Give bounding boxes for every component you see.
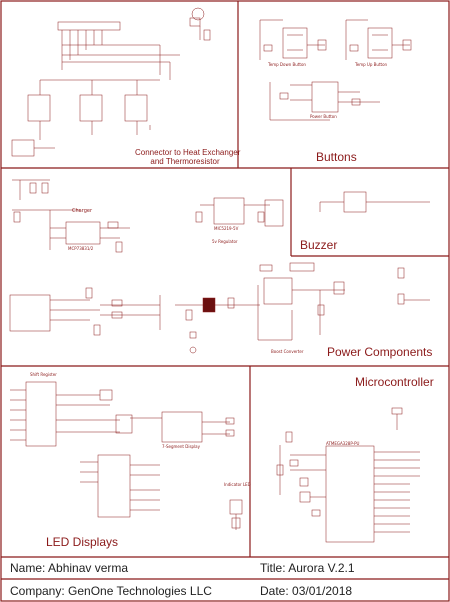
connector-title-line1: Connector to Heat Exchanger (135, 148, 241, 157)
charger-ic (65, 221, 101, 245)
power-wiring (9, 262, 430, 354)
seven-seg-label: 7-Segment Display (162, 444, 201, 449)
charger-regulator-wiring (12, 179, 284, 253)
microcontroller-section-title: Microcontroller (355, 375, 434, 389)
buttons-section-title: Buttons (316, 150, 357, 164)
mosfet-q1 (27, 94, 51, 122)
connector-section-title: Connector to Heat Exchanger and Thermore… (135, 148, 241, 166)
shift-register-ic (25, 381, 57, 447)
buzzer-section-title: Buzzer (300, 238, 338, 252)
mcu-ic (325, 445, 375, 543)
decoder-ic (97, 454, 131, 518)
temp-up-label: Temp Up Button (355, 62, 388, 67)
seven-segment-display (161, 411, 203, 443)
led-wiring (10, 381, 243, 530)
buzzer-component (343, 191, 367, 213)
shift-register-label: Shift Register (30, 372, 57, 377)
connector-title-line2: and Thermoresistor (150, 157, 220, 166)
power-button-label: Power Button (310, 114, 337, 119)
battery (202, 297, 216, 313)
boost-ic (263, 277, 293, 305)
connector-header (57, 21, 121, 31)
mosfet-q2 (79, 94, 103, 122)
connector-wiring (11, 7, 211, 157)
regulator-ic (213, 197, 245, 225)
buttons-wiring (259, 19, 412, 121)
regulator-label: 5v Regulator (212, 239, 238, 244)
title-block-name: Name: Abhinav verma (10, 561, 129, 575)
charger-label: Charger (72, 208, 92, 214)
buzzer-wiring (319, 191, 430, 213)
boost-label: Boost Converter (271, 349, 304, 354)
mcu-wiring (276, 407, 420, 543)
temp-down-switch (282, 27, 308, 59)
title-block-date: Date: 03/01/2018 (260, 584, 353, 598)
indicator-led-part (229, 499, 243, 515)
regulator-ic-label: MIC5219-5V (214, 226, 239, 231)
thermoresistor-block (11, 139, 35, 157)
temp-up-switch (367, 27, 393, 59)
title-block-title: Title: Aurora V.2.1 (260, 561, 355, 575)
power-button-ic (311, 81, 339, 113)
temp-down-label: Temp Down Button (268, 62, 306, 67)
charger-ic-label: MCP73831/2 (68, 246, 94, 251)
mcu-ic-label: ATMEGA328P-PU (326, 441, 360, 446)
title-block-company: Company: GenOne Technologies LLC (10, 584, 212, 598)
power-section-title: Power Components (327, 345, 433, 359)
usb-connector (9, 294, 51, 332)
indicator-label: Indicator LED (224, 482, 251, 487)
mosfet-q3 (124, 94, 148, 122)
led-section-title: LED Displays (46, 535, 119, 549)
